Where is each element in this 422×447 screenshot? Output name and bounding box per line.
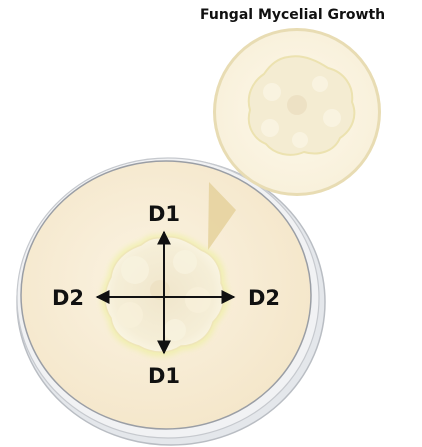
label-d1-top: D1 (148, 202, 180, 226)
magnifier (213, 28, 381, 196)
label-d2-left: D2 (52, 286, 84, 310)
label-d2-right: D2 (248, 286, 280, 310)
label-d1-bottom: D1 (148, 364, 180, 388)
